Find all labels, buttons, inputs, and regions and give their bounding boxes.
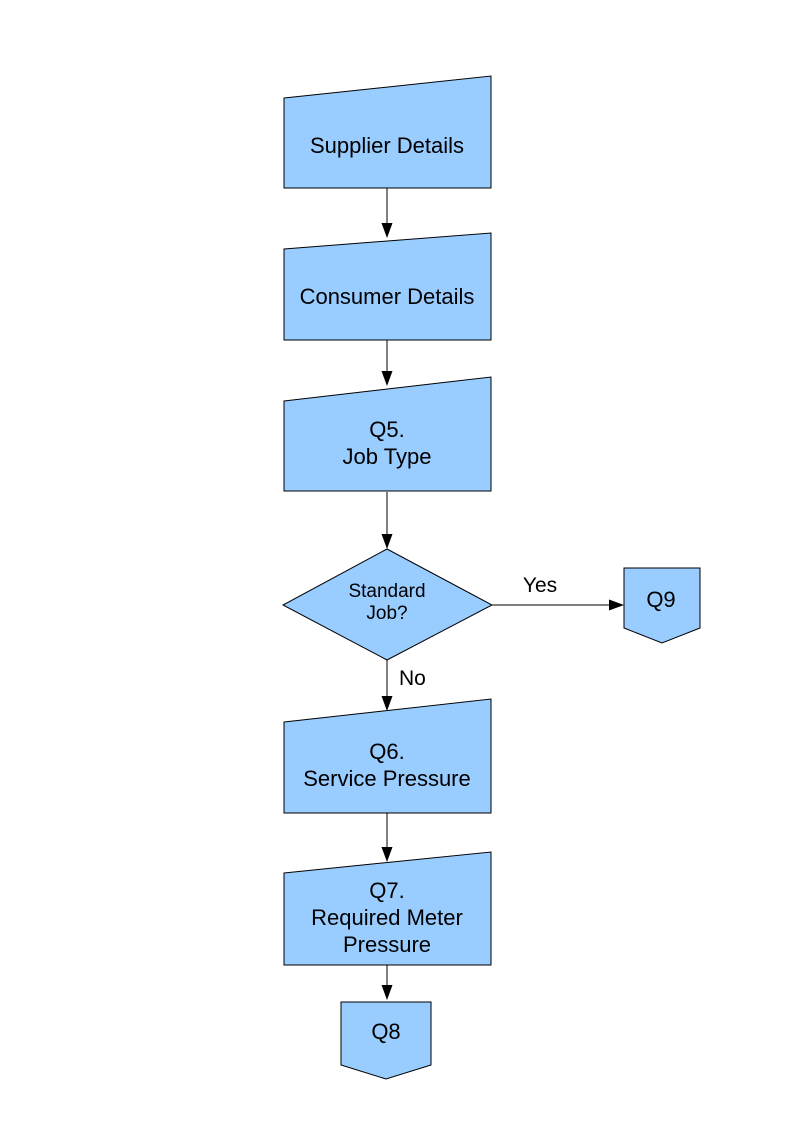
- arrowhead-down-icon: [381, 696, 393, 711]
- consumer-details-label: Consumer Details: [300, 284, 475, 309]
- node-standard-job-decision: Standard Job?: [281, 548, 494, 661]
- q6-label-line2: Service Pressure: [303, 766, 471, 791]
- consumer-details-shape: [283, 232, 492, 341]
- arrowhead-down-icon: [381, 534, 393, 549]
- yes-branch-label: Yes: [523, 574, 557, 597]
- supplier-details-shape: [283, 75, 492, 189]
- node-q8-connector: Q8: [340, 1001, 432, 1080]
- edge-q7-to-q8: [381, 965, 393, 1000]
- q9-connector-shape: [623, 567, 701, 644]
- q6-label-line1: Q6.: [369, 739, 404, 764]
- edge-decision-yes-to-q9: Yes: [492, 574, 624, 611]
- decision-label-line2: Job?: [366, 603, 407, 624]
- q8-label: Q8: [371, 1019, 400, 1044]
- node-q6-service-pressure: Q6. Service Pressure: [283, 698, 492, 814]
- arrowhead-down-icon: [381, 371, 393, 386]
- node-q9-connector: Q9: [623, 567, 701, 644]
- edge-supplier-to-consumer: [381, 188, 393, 238]
- q9-label: Q9: [646, 587, 675, 612]
- q7-label-line1: Q7.: [369, 878, 404, 903]
- arrowhead-down-icon: [381, 985, 393, 1000]
- arrowhead-down-icon: [381, 847, 393, 862]
- q5-job-type-shape: [283, 376, 492, 492]
- edge-q5-to-decision: [381, 492, 393, 549]
- supplier-details-label: Supplier Details: [310, 133, 464, 158]
- q7-label-line2: Required Meter: [311, 905, 463, 930]
- no-branch-label: No: [399, 667, 426, 690]
- arrowhead-down-icon: [381, 223, 393, 238]
- q8-connector-shape: [340, 1001, 432, 1080]
- decision-label-line1: Standard: [348, 581, 425, 602]
- q7-label-line3: Pressure: [343, 932, 431, 957]
- node-q7-required-meter-pressure: Q7. Required Meter Pressure: [283, 851, 492, 966]
- q5-label-line1: Q5.: [369, 417, 404, 442]
- q6-service-pressure-shape: [283, 698, 492, 814]
- node-q5-job-type: Q5. Job Type: [283, 376, 492, 492]
- q5-label-line2: Job Type: [343, 444, 432, 469]
- edge-q6-to-q7: [381, 813, 393, 862]
- arrowhead-right-icon: [609, 599, 624, 611]
- q7-required-meter-pressure-shape: [283, 851, 492, 966]
- edge-decision-no-to-q6: No: [381, 660, 426, 711]
- node-supplier-details: Supplier Details: [283, 75, 492, 189]
- edge-consumer-to-q5: [381, 340, 393, 386]
- node-consumer-details: Consumer Details: [283, 232, 492, 341]
